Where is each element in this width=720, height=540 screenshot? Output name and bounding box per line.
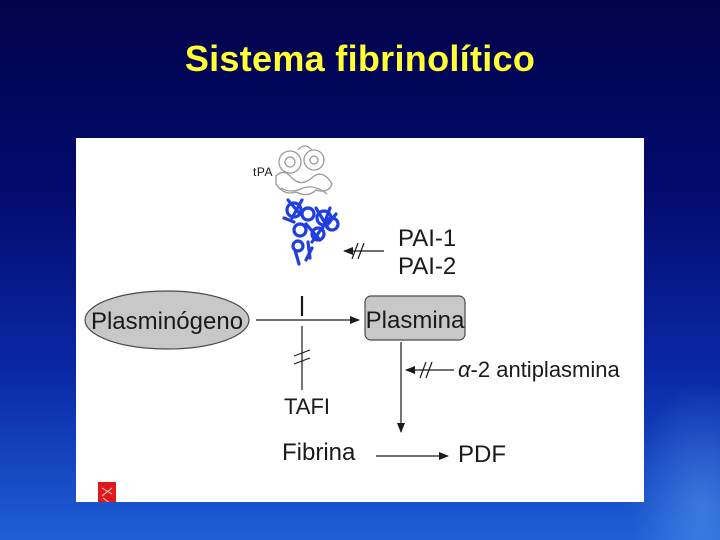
plasminogen-node: Plasminógeno: [84, 290, 250, 350]
pdf-label: PDF: [458, 441, 506, 468]
alpha2-antiplasmin-text: -2 antiplasmina: [471, 357, 621, 382]
plasmin-label: Plasmina: [366, 307, 465, 334]
plasminogen-label: Plasminógeno: [91, 308, 243, 335]
pai-1-label: PAI-1: [398, 225, 456, 252]
tpa-molecule-icon: [275, 145, 340, 266]
tafi-inhibition-line: [293, 326, 311, 390]
alpha2-antiplasmin-label: α-2 antiplasmina: [458, 357, 620, 382]
antiplasmin-inhibition-arrow: [405, 361, 454, 379]
plasmin-node: Plasmina: [364, 295, 466, 341]
tpa-label: tPA: [253, 165, 273, 179]
diagram-panel: tPA PAI-1 PAI-2 Plasminógeno TAFI Plasm: [76, 138, 644, 502]
fibrinolysis-diagram: tPA PAI-1 PAI-2 Plasminógeno TAFI Plasm: [84, 145, 620, 502]
pai-inhibition-arrow: [343, 242, 384, 260]
red-sticker-icon: [98, 482, 116, 502]
slide-title: Sistema fibrinolítico: [184, 38, 536, 79]
alpha-symbol: α: [458, 357, 472, 382]
background-glow: [630, 380, 720, 540]
pai-2-label: PAI-2: [398, 253, 456, 280]
fibrin-label: Fibrina: [282, 439, 356, 466]
tafi-label: TAFI: [284, 394, 330, 419]
